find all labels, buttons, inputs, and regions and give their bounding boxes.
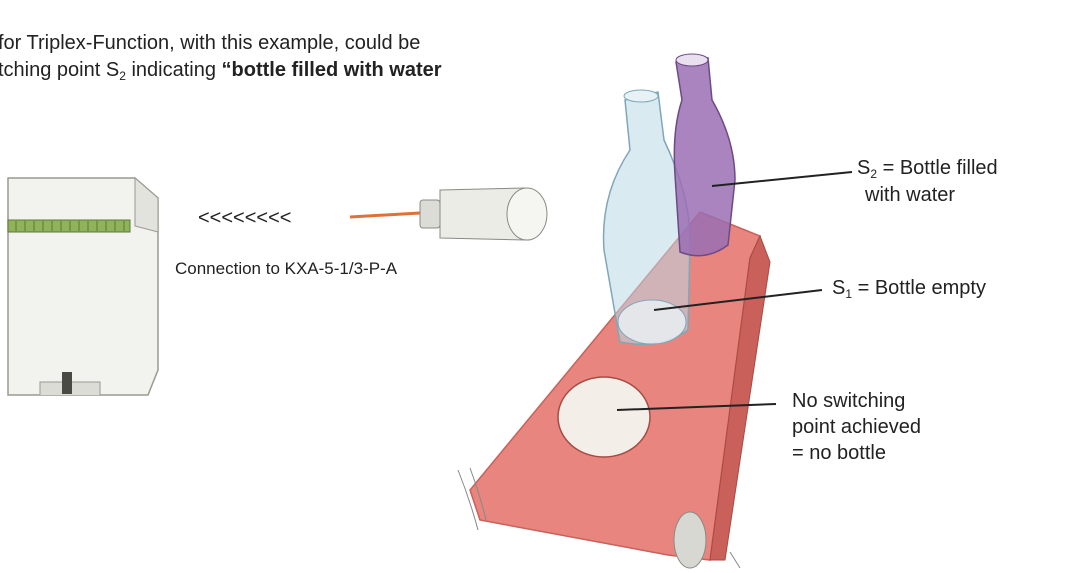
no-bottle-label: No switching point achieved = no bottle bbox=[792, 388, 921, 466]
belt-roller bbox=[674, 512, 706, 568]
sensor-cable bbox=[350, 213, 420, 217]
s2-text: = Bottle filled bbox=[877, 157, 998, 179]
intro-line-2-sub: 2 bbox=[119, 69, 126, 83]
intro-line-2-mid: indicating bbox=[126, 59, 222, 81]
terminal-strip bbox=[8, 220, 130, 232]
sensor bbox=[350, 188, 547, 240]
connection-label: Connection to KXA-5-1/3-P-A bbox=[175, 258, 397, 280]
intro-line-2-prefix: tching point S bbox=[0, 59, 119, 81]
relay-module bbox=[8, 178, 158, 395]
s1-label: S1 = Bottle empty bbox=[832, 275, 986, 307]
no-bottle-line-1: No switching bbox=[792, 388, 921, 414]
empty-slot bbox=[558, 377, 650, 457]
filled-bottle bbox=[674, 54, 735, 256]
s2-line-2: with water bbox=[865, 182, 955, 208]
direction-arrows: <<<<<<<< bbox=[198, 205, 291, 231]
no-bottle-line-2: point achieved bbox=[792, 414, 921, 440]
no-bottle-line-3: = no bottle bbox=[792, 440, 921, 466]
s1-symbol: S bbox=[832, 277, 845, 299]
intro-text: for Triplex-Function, with this example,… bbox=[0, 30, 442, 90]
intro-line-1: for Triplex-Function, with this example,… bbox=[0, 30, 442, 57]
s2-symbol: S bbox=[857, 157, 870, 179]
s1-text: = Bottle empty bbox=[852, 277, 986, 299]
intro-line-2-bold: “bottle filled with water bbox=[222, 59, 442, 81]
intro-line-2: tching point S2 indicating “bottle fille… bbox=[0, 57, 442, 90]
